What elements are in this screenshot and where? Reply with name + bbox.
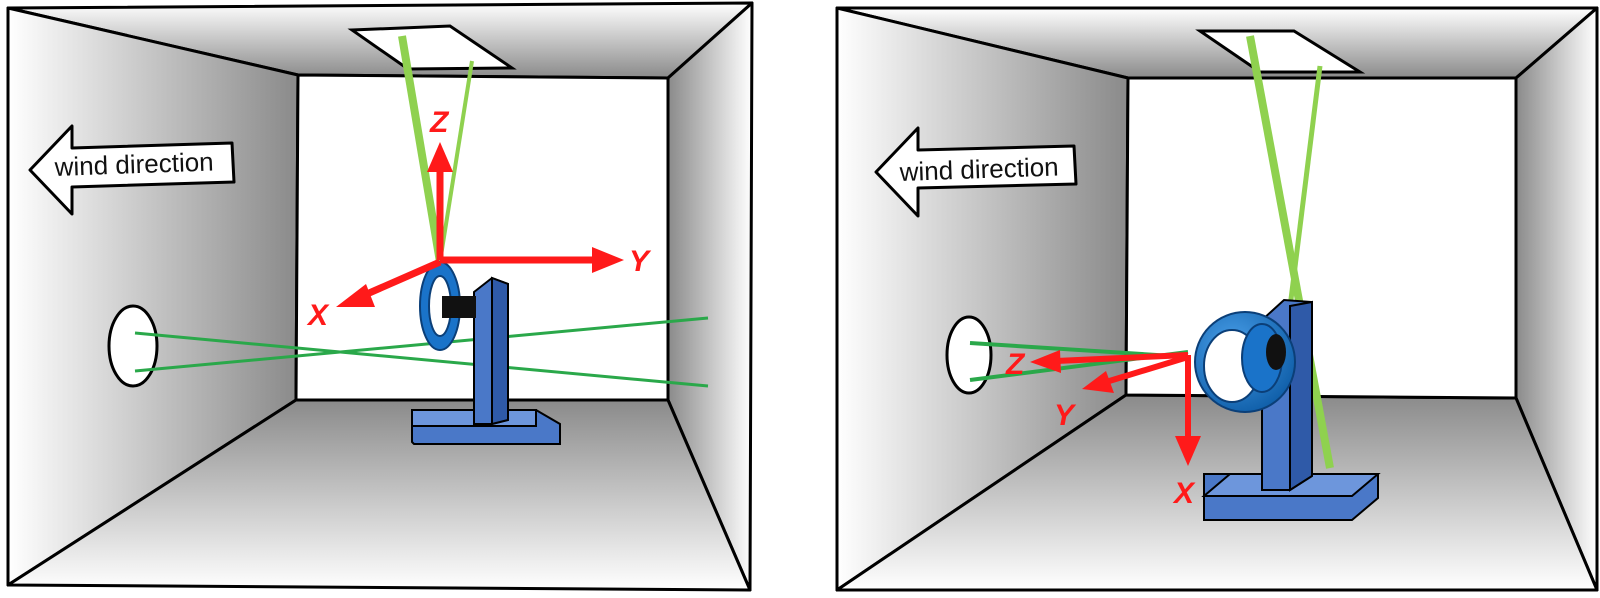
wind-direction-arrow-2: wind direction (874, 126, 1078, 218)
sensor-mount-1 (411, 276, 561, 445)
wind-direction-arrow-1: wind direction (28, 124, 236, 216)
axis-z-label-2: Z (1005, 348, 1026, 381)
laser-beams-1 (134, 35, 709, 388)
ceiling-window-1 (347, 24, 517, 71)
wind-direction-label-1: wind direction (53, 146, 214, 182)
sensor-sphere-2 (1194, 311, 1296, 413)
sensor-disc-1 (419, 261, 476, 351)
panel-1: wind direction Z Y (6, 1, 754, 592)
axis-y-label-1: Y (629, 245, 652, 278)
axis-y-label-2: Y (1054, 399, 1077, 432)
side-window-2 (945, 315, 993, 395)
axis-x-label-2: X (1172, 477, 1196, 510)
panel-2: wind direction Z Y (835, 6, 1599, 592)
ceiling-window-2 (1195, 29, 1366, 74)
axis-z-label-1: Z (429, 106, 450, 139)
wind-direction-label-2: wind direction (898, 151, 1059, 187)
tunnel-box-1 (6, 1, 754, 592)
side-window-1 (107, 304, 159, 388)
axes-1: Z Y X (306, 106, 652, 332)
axis-x-label-1: X (306, 299, 330, 332)
axes-2: Z Y X (1005, 348, 1201, 510)
